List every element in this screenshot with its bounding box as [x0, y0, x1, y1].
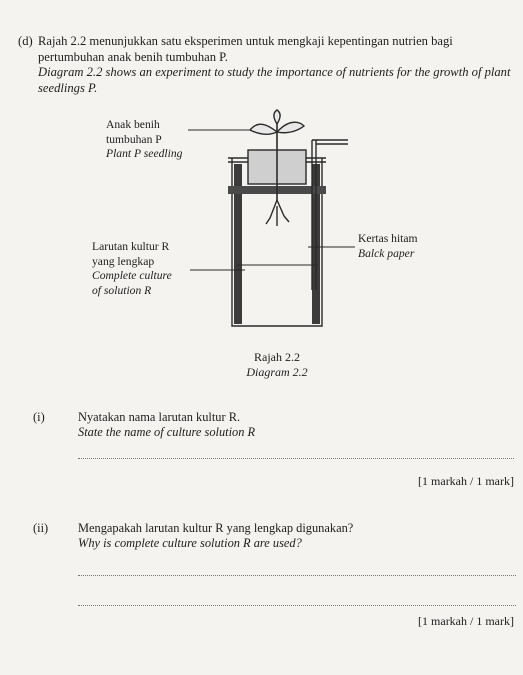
part-i-number: (i)	[33, 410, 45, 424]
label-seedling: Anak benih tumbuhan P Plant P seedling	[106, 118, 183, 160]
part-i-malay: Nyatakan nama larutan kultur R.	[78, 410, 241, 424]
black-paper-left	[234, 164, 242, 324]
diagram-caption: Rajah 2.2 Diagram 2.2	[246, 350, 308, 379]
question-english: Diagram 2.2 shows an experiment to study…	[38, 65, 511, 95]
answer-line-ii-1[interactable]	[78, 575, 516, 576]
part-ii-marks: [1 markah / 1 mark]	[418, 614, 514, 628]
label-black-paper: Kertas hitam Balck paper	[358, 232, 418, 260]
label-culture-solution: Larutan kultur R yang lengkap Complete c…	[92, 240, 172, 297]
question-label: (d)	[18, 34, 33, 48]
answer-line-i[interactable]	[78, 458, 514, 459]
part-ii-english: Why is complete culture solution R are u…	[78, 536, 302, 550]
part-ii-number: (ii)	[33, 521, 49, 535]
answer-line-ii-2[interactable]	[78, 605, 516, 606]
question-malay-line1: (d)Rajah 2.2 menunjukkan satu eksperimen…	[18, 34, 453, 48]
beaker-outline	[231, 158, 323, 327]
part-i-marks: [1 markah / 1 mark]	[418, 474, 514, 488]
question-malay-line2: pertumbuhan anak benih tumbuhan P.	[38, 49, 228, 64]
part-ii: (ii) Mengapakah larutan kultur R yang len…	[33, 521, 513, 551]
part-i-english: State the name of culture solution R	[78, 425, 256, 439]
part-i: (i) Nyatakan nama larutan kultur R. State…	[33, 410, 513, 440]
part-ii-malay: Mengapakah larutan kultur R yang lengkap…	[78, 521, 354, 535]
question-header: (d)Rajah 2.2 menunjukkan satu eksperimen…	[18, 34, 513, 96]
